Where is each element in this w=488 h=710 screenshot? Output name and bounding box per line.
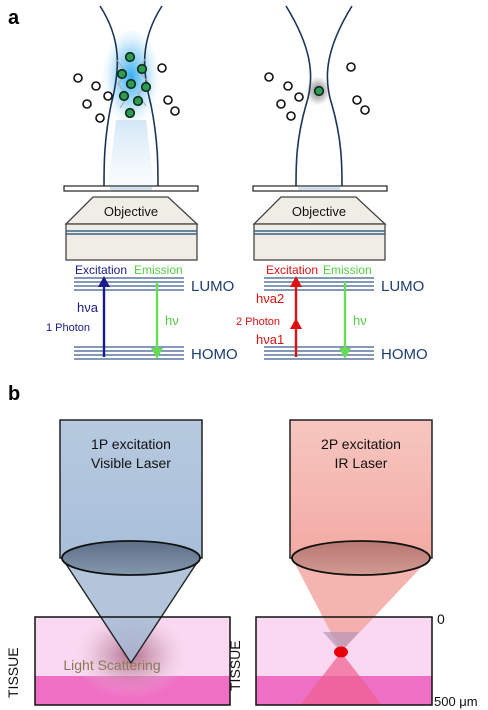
coverslip-illumination bbox=[110, 187, 152, 190]
fluorophore-off bbox=[276, 99, 286, 109]
scatter-label: Light Scattering bbox=[63, 657, 160, 673]
focus-shadow bbox=[323, 632, 359, 652]
tissue-label: TISSUE bbox=[5, 647, 21, 698]
fluorophore-off bbox=[294, 92, 304, 102]
lumo-levels bbox=[264, 277, 374, 291]
lumo-levels bbox=[74, 277, 184, 291]
homo-levels bbox=[264, 346, 374, 360]
lumo-label: LUMO bbox=[191, 278, 234, 295]
objective-label: Objective bbox=[104, 204, 158, 219]
fluorophore-off bbox=[286, 111, 296, 121]
laser-beam bbox=[59, 419, 203, 559]
excitation-label: Excitation bbox=[266, 263, 318, 277]
objective-body bbox=[65, 223, 198, 261]
depth-top-label: 0 bbox=[437, 611, 445, 627]
tissue-border bbox=[255, 616, 433, 706]
photon-count-label: 1 Photon bbox=[46, 322, 90, 334]
panel-b-right: 2P excitation IR Laser TISSUE 0 500 μm bbox=[227, 419, 478, 709]
fluorophore-off bbox=[346, 62, 356, 72]
fluorophore-on bbox=[118, 90, 130, 102]
focusing-lens bbox=[61, 540, 201, 576]
fluorophore-off bbox=[360, 105, 370, 115]
focusing-lens bbox=[291, 540, 431, 576]
beam-edge-right bbox=[143, 5, 163, 188]
emission-energy-label: hν bbox=[353, 313, 367, 328]
excited-fluorophores bbox=[313, 85, 325, 97]
fluorophore-on bbox=[125, 78, 137, 90]
ground-state-molecules bbox=[73, 63, 180, 123]
photon-energy-label: hνa bbox=[77, 300, 99, 315]
fluorophore-off bbox=[283, 81, 293, 91]
fluorophore-on bbox=[136, 63, 148, 75]
ground-state-molecules bbox=[264, 62, 370, 121]
panel-label-b: b bbox=[8, 383, 20, 405]
laser-type-label: IR Laser bbox=[335, 455, 388, 471]
fluorophore-off bbox=[170, 106, 180, 116]
diverging-cone bbox=[300, 652, 382, 705]
beam-edge-right bbox=[326, 5, 353, 188]
objective-label: Objective bbox=[292, 204, 346, 219]
fluorophore-off bbox=[163, 95, 173, 105]
emission-arrowhead bbox=[339, 348, 351, 359]
beam-edge-left bbox=[285, 5, 312, 188]
excitation-cone bbox=[108, 120, 154, 186]
objective-body bbox=[253, 223, 386, 261]
fluorophore-off bbox=[352, 95, 362, 105]
fluorophore-off bbox=[157, 63, 167, 73]
fluorophore-on bbox=[140, 81, 152, 93]
fluorophore-on bbox=[124, 51, 136, 63]
excitation-type-label: 1P excitation bbox=[91, 436, 171, 452]
fluorophore-off bbox=[82, 99, 92, 109]
photon-count-label: 2 Photon bbox=[236, 316, 280, 328]
fluorophore-off bbox=[103, 91, 113, 101]
photon-energy-lower-label: hνa1 bbox=[256, 332, 284, 347]
coverslip-illumination bbox=[298, 187, 340, 190]
emission-arrowhead bbox=[151, 348, 163, 359]
panel-a-right: Objective Excitation Emission LUMO HOMO … bbox=[236, 5, 428, 363]
fluorophore-on bbox=[313, 85, 325, 97]
tissue-label: TISSUE bbox=[227, 640, 243, 691]
excitation-arrowhead-upper bbox=[290, 276, 302, 287]
fluorophore-on bbox=[124, 107, 136, 119]
fluorophore-off bbox=[91, 81, 101, 91]
excitation-arrowhead-lower bbox=[290, 318, 302, 329]
focusing-cone bbox=[292, 558, 430, 652]
laser-beam bbox=[289, 419, 433, 559]
depth-bottom-label: 500 μm bbox=[434, 694, 478, 709]
fluorophore-off bbox=[95, 113, 105, 123]
fluorophore-off bbox=[73, 73, 83, 83]
panel-b-left: 1P excitation Visible Laser Light Scatte… bbox=[5, 419, 231, 706]
fluorophore-on bbox=[116, 68, 128, 80]
fluorophore-on bbox=[132, 95, 144, 107]
emission-energy-label: hν bbox=[165, 313, 179, 328]
panel-a-left: Objective Excitation Emission LUMO HOMO … bbox=[46, 5, 238, 363]
emission-label: Emission bbox=[134, 263, 183, 277]
excitation-type-label: 2P excitation bbox=[321, 436, 401, 452]
homo-label: HOMO bbox=[381, 346, 428, 363]
lumo-label: LUMO bbox=[381, 278, 424, 295]
panel-label-a: a bbox=[8, 7, 20, 29]
excited-fluorophores bbox=[116, 51, 152, 119]
excitation-arrowhead bbox=[98, 276, 110, 287]
laser-type-label: Visible Laser bbox=[91, 455, 171, 471]
photon-energy-upper-label: hνa2 bbox=[256, 291, 284, 306]
excitation-label: Excitation bbox=[75, 263, 127, 277]
fluorophore-off bbox=[264, 72, 274, 82]
homo-levels bbox=[74, 346, 184, 360]
tissue-border bbox=[34, 616, 231, 706]
beam-edge-left bbox=[99, 5, 119, 188]
focal-spot bbox=[334, 646, 348, 658]
emission-label: Emission bbox=[323, 263, 372, 277]
homo-label: HOMO bbox=[191, 346, 238, 363]
